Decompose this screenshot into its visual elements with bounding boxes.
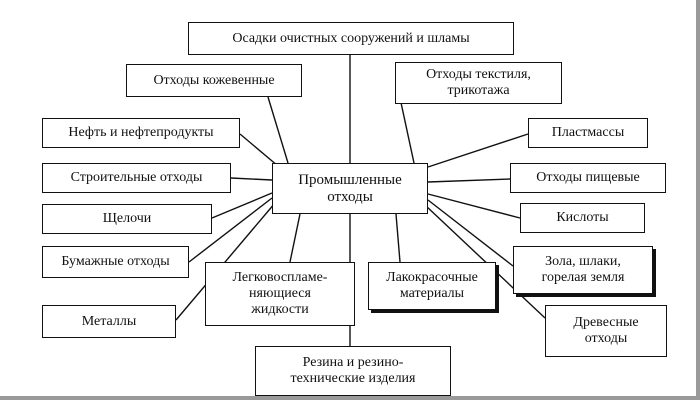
node-textile: Отходы текстиля, трикотажа	[395, 62, 562, 104]
link-textile	[399, 97, 415, 164]
node-paints: Лакокрасочные материалы	[368, 262, 496, 310]
link-acids	[427, 193, 521, 219]
node-acids: Кислоты	[520, 203, 645, 233]
link-leather	[267, 96, 289, 164]
node-top: Осадки очистных сооружений и шламы	[188, 22, 514, 55]
node-metals: Металлы	[42, 305, 176, 338]
link-wood	[424, 204, 546, 319]
node-flammable: Легковоспламе- няющиеся жидкости	[205, 262, 355, 326]
link-paints	[395, 213, 401, 263]
node-ash: Зола, шлаки, горелая земля	[513, 246, 653, 294]
link-alkali	[211, 192, 273, 219]
node-construction: Строительные отходы	[42, 163, 231, 193]
link-food	[427, 178, 511, 183]
link-paper	[188, 197, 273, 263]
node-leather: Отходы кожевенные	[126, 64, 302, 97]
link-ash	[427, 199, 514, 267]
node-paper: Бумажные отходы	[42, 246, 189, 278]
link-flammable	[289, 213, 301, 263]
node-plastics: Пластмассы	[528, 118, 648, 148]
node-center: Промышленные отходы	[272, 163, 428, 214]
node-wood: Древесные отходы	[545, 305, 667, 357]
link-metals	[175, 202, 276, 321]
node-rubber: Резина и резино- технические изделия	[255, 346, 451, 396]
node-oil: Нефть и нефтепродукты	[42, 118, 240, 148]
link-plastics	[427, 133, 529, 168]
node-alkali: Щелочи	[42, 204, 212, 234]
link-oil	[239, 133, 279, 167]
link-construction	[230, 177, 273, 181]
node-food: Отходы пищевые	[510, 163, 666, 193]
